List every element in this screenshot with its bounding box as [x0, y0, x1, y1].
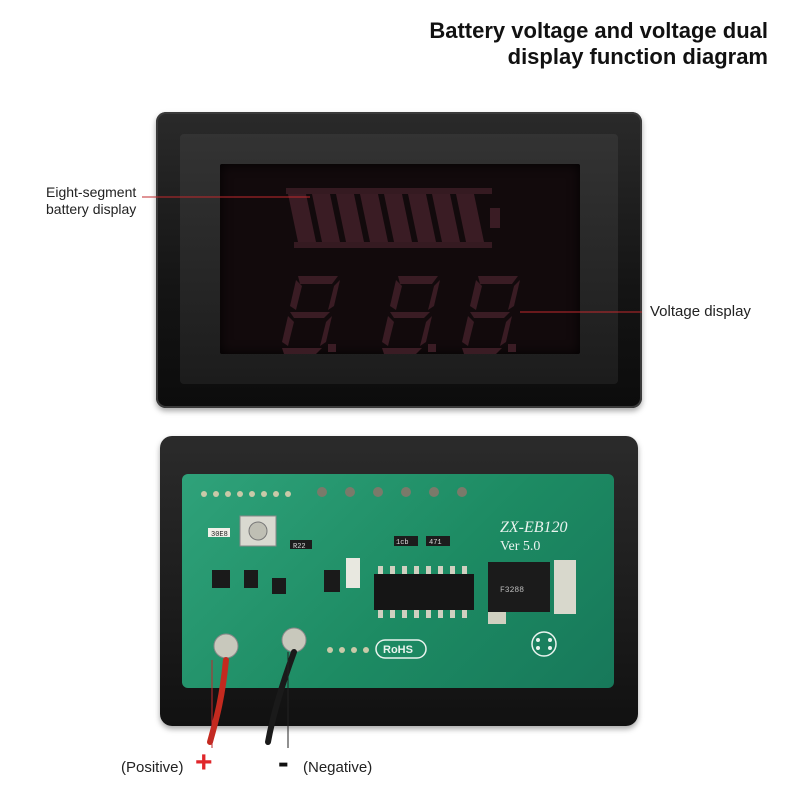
lcd-window [220, 164, 580, 354]
battery-icon [286, 188, 500, 248]
header-pins [201, 487, 467, 497]
minus-sign-icon: - [278, 744, 289, 780]
regulator-chip [488, 562, 550, 612]
diagram-title: Battery voltage and voltage dual display… [348, 18, 768, 70]
board-version-text: Ver 5.0 [500, 539, 540, 554]
front-display-module [156, 112, 642, 408]
positive-label: (Positive) [121, 759, 184, 776]
circuit-board: 30E8 R22 1cb 471 [182, 474, 614, 688]
rohs-mark: RoHS [383, 644, 413, 656]
main-ic-chip [374, 574, 474, 610]
board-model-text: ZX-EB120 [500, 519, 568, 536]
circuit-board-graphic: 30E8 R22 1cb 471 [201, 487, 576, 659]
title-line-2: display function diagram [507, 44, 768, 69]
seven-segment-digit-icon [282, 276, 520, 354]
smd-label-r22: R22 [293, 543, 306, 551]
lcd-graphic [282, 188, 520, 354]
smd-label-1cb: 1cb [396, 539, 409, 547]
battery-label-line-1: Eight-segment [46, 184, 137, 200]
battery-label-line-2: battery display [46, 201, 137, 217]
negative-label: (Negative) [303, 759, 373, 776]
battery-display-label: Eight-segment battery display [46, 184, 166, 218]
smd-label-30e8: 30E8 [211, 531, 228, 539]
regulator-marking: F3288 [500, 586, 524, 595]
smd-label-471: 471 [429, 539, 442, 547]
title-line-1: Battery voltage and voltage dual [429, 18, 768, 43]
plus-sign-icon: + [195, 746, 213, 779]
voltage-display-label: Voltage display [650, 303, 751, 320]
rear-module-case: 30E8 R22 1cb 471 [160, 436, 638, 726]
front-bezel-inner [180, 134, 618, 384]
